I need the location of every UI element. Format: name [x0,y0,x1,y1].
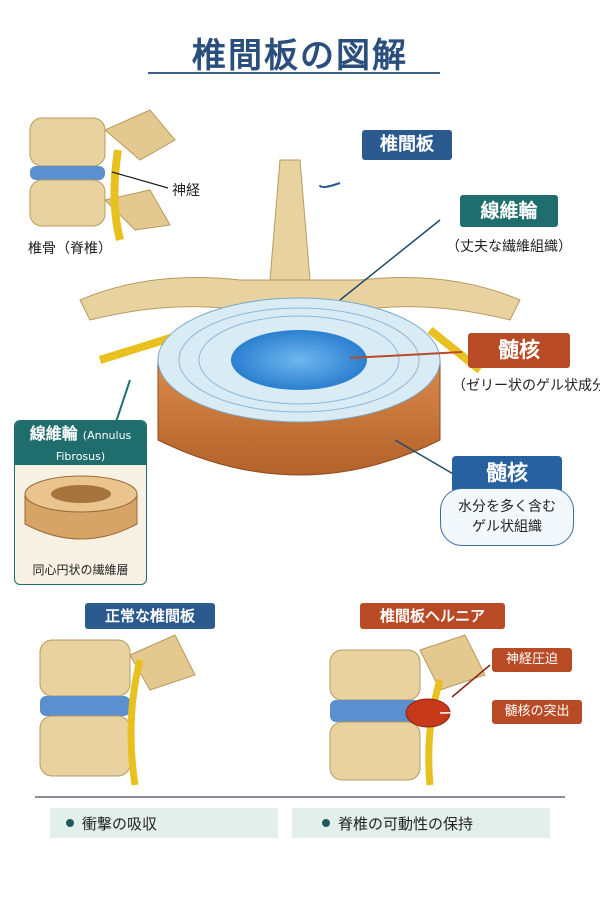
nucleus-callout-label: 髄核 [452,456,562,490]
nucleus-callout-line1: 水分を多く含む [458,499,556,515]
annulus-inset-latin-2: Fibrosus) [55,450,106,463]
bullet-icon [66,819,74,827]
vertebra-label: 椎骨（脊椎） [28,241,112,257]
function-item-1: 衝撃の吸収 [50,808,278,838]
annulus-inset: 線維輪 (Annulus Fibrosus) 同心円状の繊維層 [14,420,147,585]
nucleus-protrusion-label: 髄核の突出 [492,700,582,724]
function-text: 脊椎の可動性の保持 [338,814,474,833]
annulus-inset-title: 線維輪 [29,424,78,443]
annulus-description: （丈夫な繊維組織） [446,239,572,255]
annulus-inset-latin-1: (Annulus [82,429,132,442]
nerve-label: 神経 [172,183,200,199]
function-text: 衝撃の吸収 [82,814,158,833]
main-disc-illustration [79,159,521,476]
nucleus-callout-line2: ゲル状組織 [472,519,542,535]
function-item-2: 脊椎の可動性の保持 [292,808,550,838]
small-spine-illustration [29,109,176,241]
annulus-label: 線維輪 [460,195,558,227]
nucleus-label: 髄核 [468,333,570,368]
page-title: 椎間板の図解 [192,36,408,76]
annulus-inset-header: 線維輪 (Annulus Fibrosus) [15,421,146,465]
disc-label: 椎間板 [362,130,452,160]
herniated-disc-illustration [329,634,493,786]
nerve-compression-label: 神経圧迫 [492,648,572,672]
normal-disc-illustration [39,634,196,786]
nucleus-description: （ゼリー状のゲル状成分 [452,378,600,394]
bullet-icon [322,819,330,827]
hernia-title: 椎間板ヘルニア [360,603,505,629]
title-underline [148,72,440,74]
annulus-inset-caption: 同心円状の繊維層 [32,563,129,577]
annulus-ring-icon [24,475,138,540]
nucleus-callout-bubble: 水分を多く含む ゲル状組織 [440,488,574,546]
normal-disc-title: 正常な椎間板 [85,603,215,629]
